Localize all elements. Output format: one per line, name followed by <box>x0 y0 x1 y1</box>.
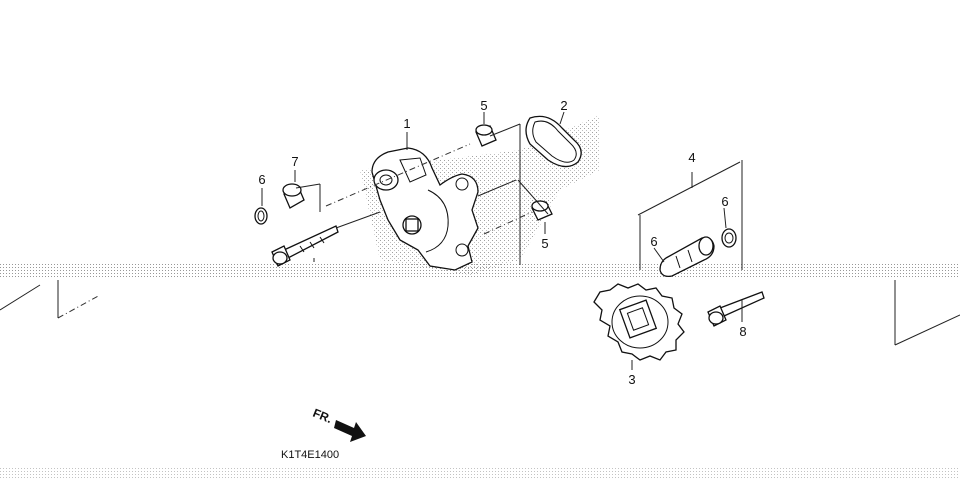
diagram-code: K1T4E1400 <box>281 449 339 461</box>
front-indicator-label: FR. <box>311 406 334 426</box>
callout-3: 3 <box>628 372 635 387</box>
o-ring-right <box>721 228 737 248</box>
stipple-shading <box>0 115 960 480</box>
pump-shaft-assembly <box>637 160 743 278</box>
callout-labels: 1 2 3 4 5 5 6 6 6 7 8 <box>258 98 746 387</box>
callout-6-right: 6 <box>721 194 728 209</box>
collar <box>282 183 305 209</box>
front-indicator: FR. <box>311 406 366 442</box>
leader-lines <box>261 111 743 370</box>
callout-6-left: 6 <box>258 172 265 187</box>
callout-8: 8 <box>739 324 746 339</box>
gasket <box>525 115 582 168</box>
callout-6-center: 6 <box>650 234 657 249</box>
callout-5-lower: 5 <box>541 236 548 251</box>
gear-bolt <box>707 291 765 327</box>
dowel-pin-lower <box>531 200 553 221</box>
pump-gear <box>593 283 685 361</box>
callout-5-upper: 5 <box>480 98 487 113</box>
callout-1: 1 <box>403 116 410 131</box>
callout-4: 4 <box>688 150 695 165</box>
o-ring-left <box>254 207 268 225</box>
callout-7: 7 <box>291 154 298 169</box>
front-arrow-icon <box>334 420 366 442</box>
pump-bolt <box>271 225 339 267</box>
frame-lines <box>0 280 960 346</box>
dowel-pin-upper <box>475 124 497 147</box>
callout-2: 2 <box>560 98 567 113</box>
